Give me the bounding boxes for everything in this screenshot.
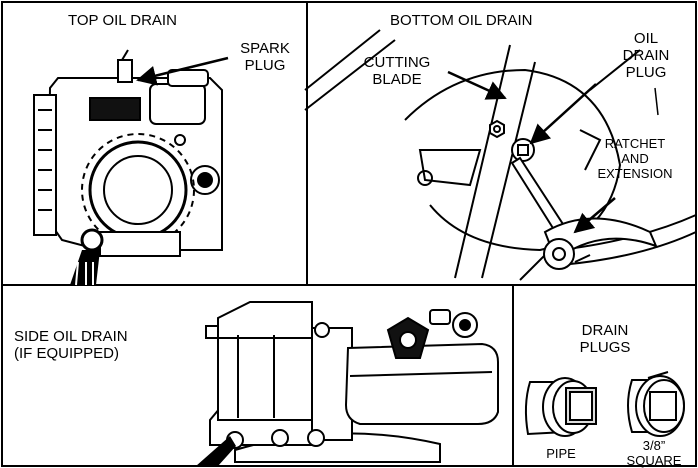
spark-plug-label-line-1: SPARK xyxy=(240,40,290,57)
ratchet-label-line-1: RATCHET xyxy=(604,136,666,151)
square-plug-label-line-2: SQUARE xyxy=(626,453,682,468)
pipe-plug-label: PIPE xyxy=(546,446,576,461)
side-drain-oil-stream xyxy=(196,431,244,466)
top-drain-engine xyxy=(33,49,223,257)
spark-plug-arrow xyxy=(136,56,229,86)
drain-plugs-title-line-2: PLUGS xyxy=(579,339,631,356)
spark-plug-label-line-2: PLUG xyxy=(244,57,286,74)
oil-drain-plug-arrow xyxy=(529,83,597,145)
square-plug-label-line-1: 3/8” xyxy=(642,438,666,453)
spark-plug-label: SPARK PLUG xyxy=(232,40,298,74)
oil-drain-plug-label-line-2: DRAIN xyxy=(622,47,670,64)
ratchet-and-extension-tool xyxy=(510,156,658,270)
oil-drain-plug-label-line-3: PLUG xyxy=(625,64,667,81)
side-oil-drain-title-line-1: SIDE OIL DRAIN xyxy=(14,328,128,345)
top-drain-oil-stream xyxy=(70,250,100,286)
drain-plugs-title: DRAIN PLUGS xyxy=(562,322,648,356)
oil-drain-plug-label: OIL DRAIN PLUG xyxy=(606,30,686,81)
square-drain-plug xyxy=(627,371,685,437)
ratchet-label-line-3: EXTENSION xyxy=(597,166,673,181)
top-oil-drain-title: TOP OIL DRAIN xyxy=(68,12,177,29)
cutting-blade-label: CUTTING BLADE xyxy=(355,54,439,88)
pipe-drain-plug xyxy=(524,377,597,437)
cutting-blade-label-line-2: BLADE xyxy=(372,71,422,88)
ratchet-and-extension-label: RATCHET AND EXTENSION xyxy=(590,136,680,181)
square-plug-label: 3/8” SQUARE xyxy=(614,438,694,468)
bottom-oil-drain-title: BOTTOM OIL DRAIN xyxy=(390,12,533,29)
side-drain-engine xyxy=(205,301,499,463)
oil-drain-plug-label-line-1: OIL xyxy=(633,30,659,47)
cutting-blade-bolt xyxy=(489,119,505,139)
side-oil-drain-title: SIDE OIL DRAIN (IF EQUIPPED) xyxy=(14,328,128,362)
drain-plugs-title-line-1: DRAIN xyxy=(581,322,629,339)
ratchet-arrow xyxy=(573,197,616,234)
ratchet-label-line-2: AND xyxy=(621,151,649,166)
oil-drain-plug-leader xyxy=(654,87,659,116)
side-oil-drain-title-line-2: (IF EQUIPPED) xyxy=(14,345,120,362)
cutting-blade-arrow xyxy=(447,70,507,100)
cutting-blade-label-line-1: CUTTING xyxy=(363,54,431,71)
